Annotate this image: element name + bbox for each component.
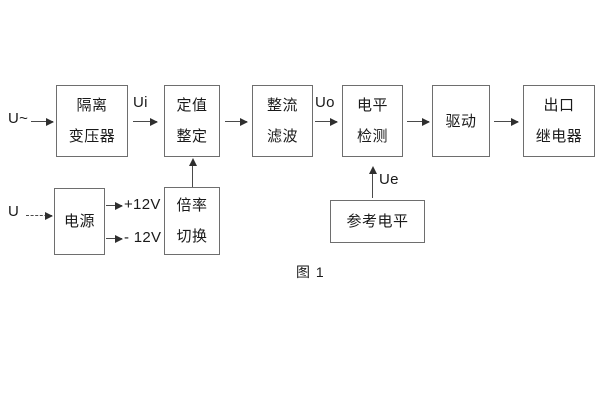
rail-positive-label: +12V	[124, 196, 161, 213]
rail-negative-label: - 12V	[124, 229, 162, 246]
block-line: 电源	[63, 213, 95, 230]
block-rectify-filter: 整流 滤波	[252, 85, 313, 157]
input-ac-label: U~	[8, 110, 29, 127]
block-isolation-transformer: 隔离 变压器	[56, 85, 128, 157]
block-line: 变压器	[68, 128, 116, 145]
signal-ui-label: Ui	[133, 94, 148, 111]
block-line: 定值	[176, 97, 208, 114]
block-multiplier-switch: 倍率 切换	[164, 187, 220, 255]
block-line: 整流	[266, 97, 298, 114]
arrow-isolation-to-setting	[133, 117, 158, 126]
block-line: 继电器	[535, 128, 583, 145]
block-line: 倍率	[176, 197, 208, 214]
arrow-drive-to-relay	[494, 117, 519, 126]
block-line: 驱动	[445, 112, 477, 130]
arrow-rectify-to-level	[315, 117, 338, 126]
arrow-setting-to-rectify	[225, 117, 248, 126]
block-power-supply: 电源	[54, 188, 105, 255]
block-level-detection: 电平 检测	[342, 85, 403, 157]
arrow-input-ac-to-isolation	[31, 117, 54, 126]
arrow-level-to-drive	[407, 117, 430, 126]
block-line: 检测	[356, 128, 388, 145]
block-line: 滤波	[266, 128, 298, 145]
block-line: 切换	[176, 228, 208, 245]
arrow-reference-to-level	[368, 166, 377, 198]
arrow-multiplier-to-setting	[188, 158, 197, 187]
block-line: 出口	[543, 97, 575, 114]
block-output-relay: 出口 继电器	[523, 85, 595, 157]
signal-uo-label: Uo	[315, 94, 335, 111]
figure-caption: 图 1	[296, 264, 325, 280]
arrow-input-dc-to-power-supply	[26, 212, 53, 220]
block-line: 隔离	[76, 97, 108, 114]
signal-ue-label: Ue	[379, 171, 399, 188]
input-dc-label: U	[8, 203, 20, 220]
block-drive: 驱动	[432, 85, 490, 157]
block-reference-level: 参考电平	[330, 200, 425, 243]
block-setting-value: 定值 整定	[164, 85, 220, 157]
arrow-rail-positive	[106, 201, 123, 210]
block-line: 电平	[356, 97, 388, 114]
arrow-rail-negative	[106, 234, 123, 243]
block-line: 整定	[176, 128, 208, 145]
block-line: 参考电平	[346, 213, 409, 230]
